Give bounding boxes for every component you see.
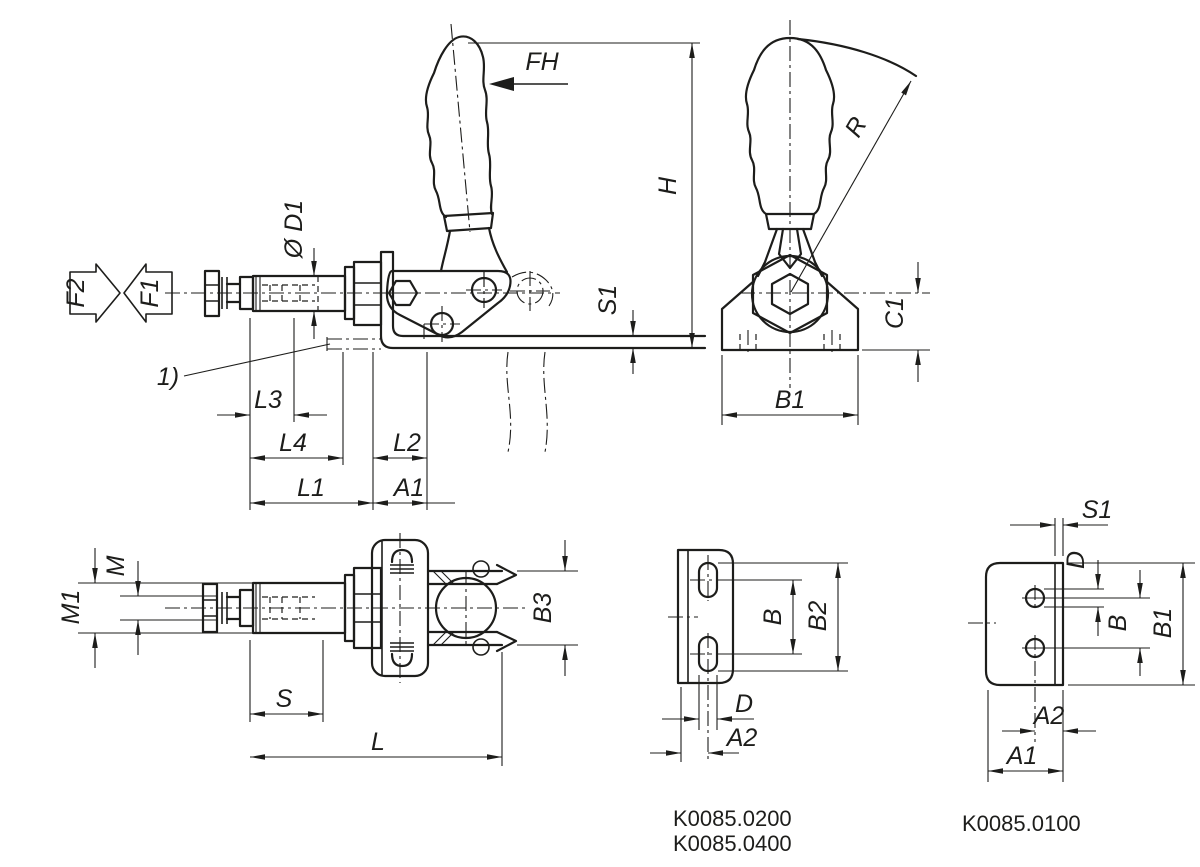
part-number: K0085.0100	[962, 811, 1081, 836]
side-view-spindle	[203, 260, 383, 327]
top-view-spindle	[201, 566, 383, 650]
force-label-f1: F1	[136, 278, 164, 307]
top-view-fork	[426, 560, 518, 656]
side-view-link-plate	[385, 269, 512, 342]
dim-label-h: H	[654, 176, 682, 195]
top-view: M1 M B3 S L	[57, 533, 578, 766]
dim-label-d-mid: D	[735, 690, 753, 718]
dim-label-s1-right: S1	[1082, 496, 1113, 524]
part-number: K0085.0200	[673, 806, 792, 831]
plate-front-dimensions: S1 D B B1 A2 A1	[987, 496, 1195, 782]
dim-label-d-right: D	[1062, 551, 1090, 569]
front-view-base	[720, 279, 860, 356]
side-view: FH H Ø D1 S1 1) L3 L4 L2 L1 A1	[62, 23, 707, 510]
dim-label-fh: FH	[525, 48, 559, 76]
top-view-dimensions: M1 M B3 S L	[57, 540, 578, 766]
front-view-nut	[750, 253, 830, 335]
front-view-centerlines	[740, 20, 930, 388]
dim-label-b1-front: B1	[775, 386, 806, 414]
dim-label-m: M	[102, 555, 130, 576]
dim-label-l3: L3	[254, 386, 282, 414]
side-view-phantom-position	[326, 271, 554, 453]
side-view-handle	[424, 35, 509, 274]
dim-label-b-right: B	[1104, 615, 1132, 632]
dim-label-b3: B3	[529, 593, 557, 624]
dim-label-l2: L2	[393, 429, 421, 457]
force-arrows: F2 F1	[62, 263, 173, 323]
side-view-dimensions: FH H Ø D1 S1 1) L3 L4 L2 L1 A1	[157, 42, 700, 510]
dim-label-b2: B2	[804, 601, 832, 632]
dim-label-l: L	[371, 728, 385, 756]
dim-label-b1-right: B1	[1149, 608, 1177, 639]
dim-label-a1-right: A1	[1005, 742, 1038, 770]
front-view: R C1 B1	[720, 20, 930, 425]
dim-label-s1-side: S1	[594, 285, 622, 316]
side-view-bracket	[379, 250, 707, 350]
dim-label-m1: M1	[57, 590, 85, 625]
dim-label-c1: C1	[881, 297, 909, 329]
part-number: K0085.0400	[673, 831, 792, 856]
angle-plate-outline	[984, 561, 1065, 687]
plate-front-view: S1 D B B1 A2 A1 K0085.0100	[962, 496, 1195, 836]
dim-label-s: S	[276, 685, 293, 713]
dim-label-d1: Ø D1	[280, 200, 308, 259]
dim-label-l4: L4	[279, 429, 307, 457]
front-view-dimensions: R C1 B1	[721, 37, 930, 425]
dim-label-a2-right: A2	[1032, 702, 1065, 730]
front-view-handle	[744, 36, 836, 278]
plate-outline	[676, 548, 735, 685]
dim-label-l1: L1	[297, 474, 325, 502]
dim-label-a1: A1	[392, 474, 425, 502]
dim-label-a2-mid: A2	[725, 724, 758, 752]
dim-label-b-mid: B	[759, 609, 787, 626]
force-label-f2: F2	[62, 278, 90, 307]
side-view-centerlines	[165, 23, 560, 294]
top-view-plate	[370, 538, 430, 678]
footnote-marker: 1)	[157, 363, 179, 391]
plate-side-dimensions: B B2 D A2	[650, 562, 848, 762]
top-view-centerlines	[165, 533, 525, 683]
dim-label-r: R	[839, 112, 872, 142]
plate-side-view: B B2 D A2 K0085.0200 K0085.0400	[650, 548, 848, 856]
